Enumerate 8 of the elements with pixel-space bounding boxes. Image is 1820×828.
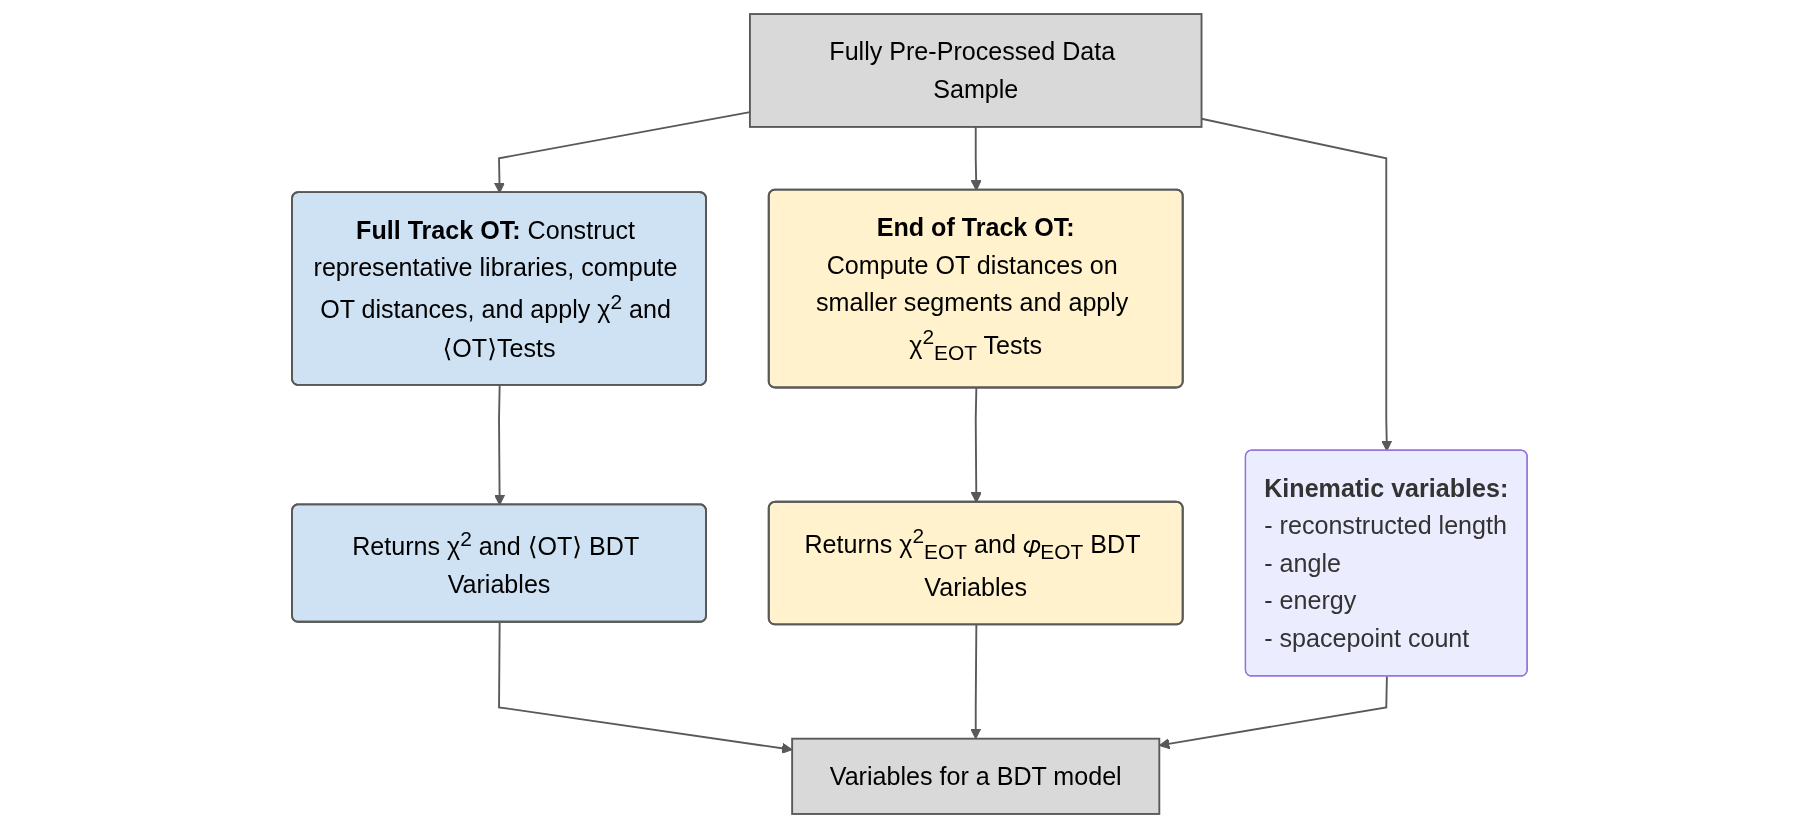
node-box: Variables for a BDT model	[791, 737, 1161, 815]
arrow	[1159, 675, 1389, 750]
arrow	[970, 624, 982, 740]
arrow	[971, 387, 983, 503]
node-box: Fully Pre-Processed Data Sample	[749, 13, 1203, 128]
arrow	[1201, 117, 1393, 452]
arrow	[971, 126, 983, 191]
arrow	[494, 384, 506, 506]
